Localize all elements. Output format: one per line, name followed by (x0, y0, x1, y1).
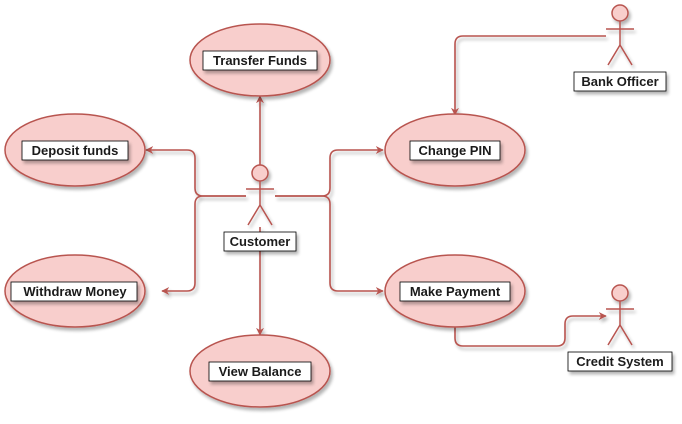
edge-make-payment-credit-system (454, 312, 607, 347)
use-case-label-bg (208, 361, 312, 382)
use-case-label: Deposit funds (32, 143, 119, 158)
use-case-label-bg (10, 281, 138, 302)
actor-label: Credit System (576, 354, 663, 369)
actor-label-bg (223, 231, 297, 252)
stick-figure-icon (606, 284, 634, 346)
actor-label-bg (573, 71, 667, 92)
connectors (145, 35, 607, 347)
edge-customer-make-payment (275, 195, 384, 295)
use-case-label: View Balance (219, 364, 302, 379)
stick-figure-icon (246, 164, 274, 226)
actor-bank-officer[interactable]: Bank Officer (573, 4, 667, 92)
use-case-label-bg (399, 281, 511, 302)
use-case-transfer-funds[interactable]: Transfer Funds (189, 23, 331, 97)
actor-customer[interactable]: Customer (223, 164, 297, 252)
edge-bank-officer-change-pin (451, 35, 606, 116)
use-case-change-pin[interactable]: Change PIN (384, 113, 526, 187)
use-case-label-bg (202, 50, 318, 71)
use-case-label: Withdraw Money (23, 284, 127, 299)
use-case-withdraw-money[interactable]: Withdraw Money (4, 254, 146, 328)
stick-figure-icon (606, 4, 634, 66)
actor-label: Customer (230, 234, 291, 249)
edge-customer-change-pin (275, 146, 384, 197)
actor-label-bg (567, 351, 673, 372)
use-case-deposit-funds[interactable]: Deposit funds (4, 113, 146, 187)
actor-credit-system[interactable]: Credit System (567, 284, 673, 372)
edge-customer-deposit-funds (145, 146, 246, 197)
use-case-label-bg (21, 140, 129, 161)
use-case-view-balance[interactable]: View Balance (189, 334, 331, 408)
actor-label: Bank Officer (581, 74, 658, 89)
use-case-label: Transfer Funds (213, 53, 307, 68)
use-case-make-payment[interactable]: Make Payment (384, 254, 526, 328)
use-case-label: Change PIN (419, 143, 492, 158)
use-case-label: Make Payment (410, 284, 501, 299)
edge-customer-withdraw-money (161, 195, 246, 295)
use-case-label-bg (409, 140, 501, 161)
